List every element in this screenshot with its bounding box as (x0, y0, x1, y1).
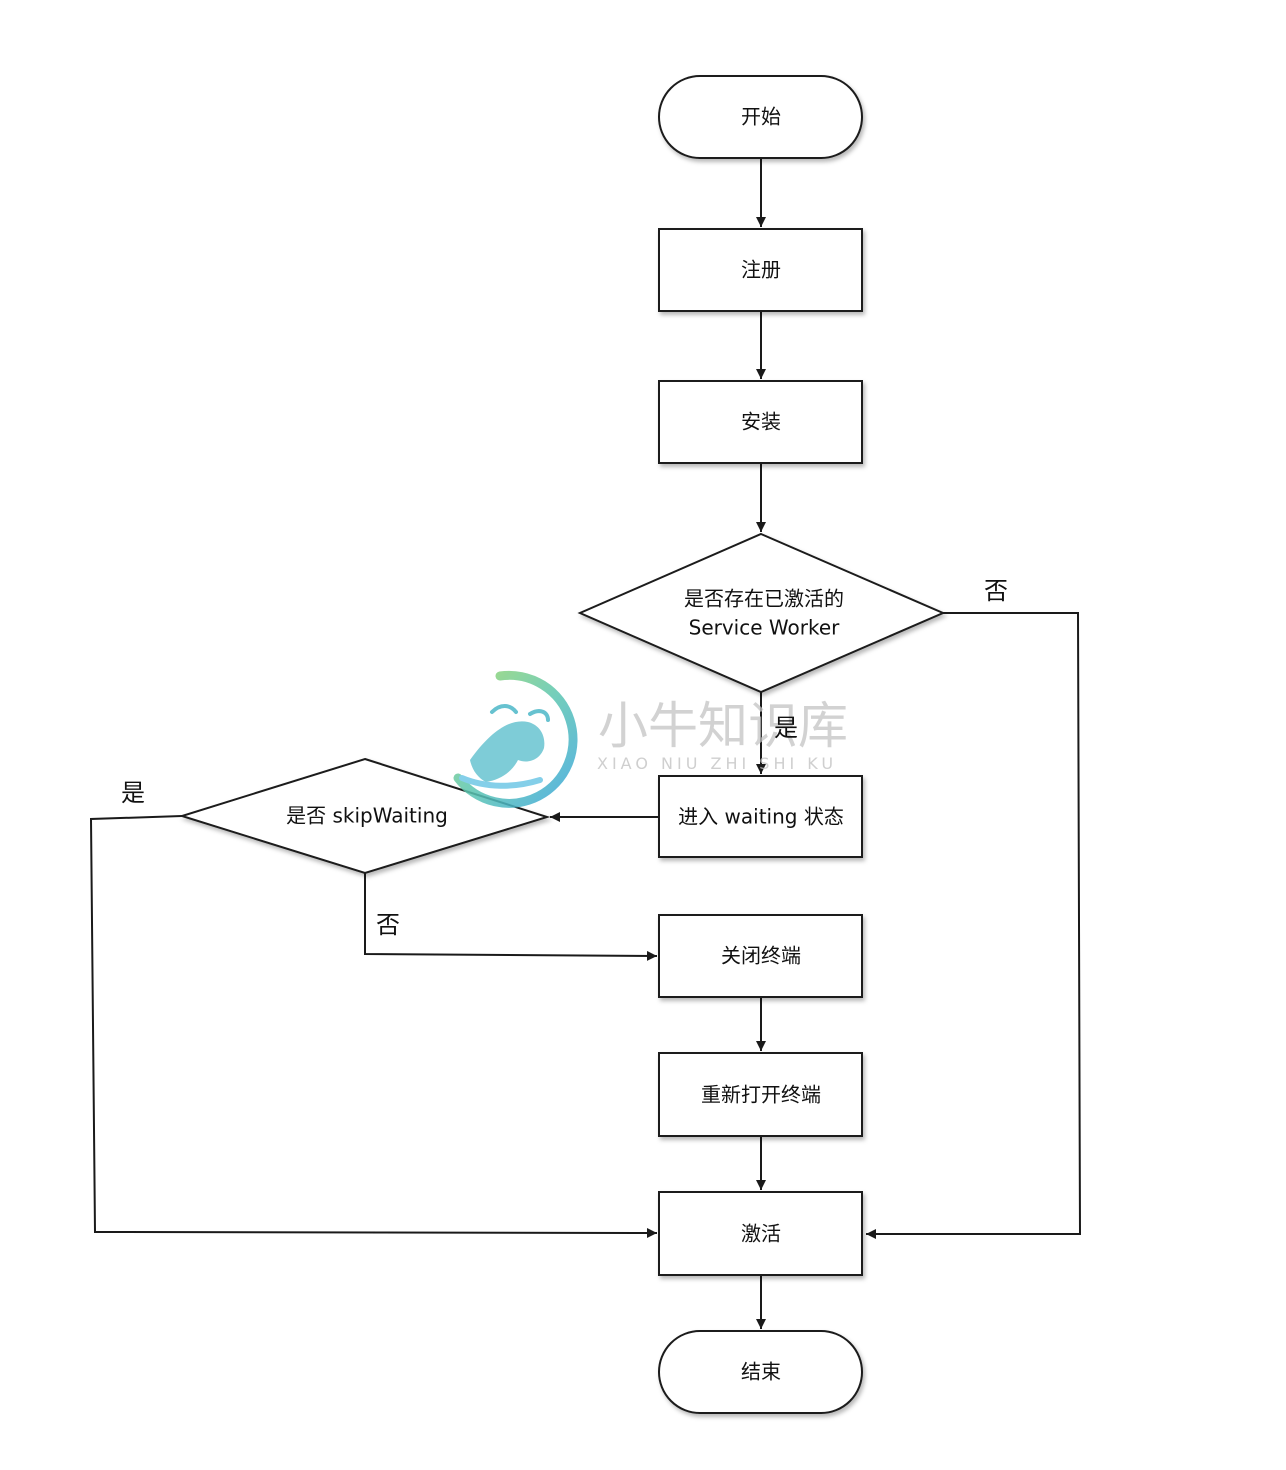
edge-label-sw-no: 否 (984, 577, 1008, 605)
edge-label-skip-yes: 是 (121, 779, 145, 807)
decision-active-sw-label-line2: Service Worker (689, 616, 841, 640)
node-close-terminal: 关闭终端 (658, 914, 863, 998)
node-install: 安装 (658, 380, 863, 464)
watermark-text-en: XIAO NIU ZHI SHI KU (597, 754, 837, 773)
node-end-label: 结束 (741, 1360, 781, 1384)
node-end: 结束 (658, 1330, 863, 1414)
edge-decision-no-activate (866, 612, 1082, 1239)
node-waiting: 进入 waiting 状态 (658, 775, 863, 858)
node-start: 开始 (658, 75, 863, 159)
decision-skip-waiting-label: 是否 skipWaiting (286, 804, 448, 828)
connectors (89, 158, 1082, 1329)
edge-label-sw-yes: 是 (774, 714, 798, 742)
watermark: 小牛知识库 XIAO NIU ZHI SHI KU (453, 670, 848, 808)
node-register: 注册 (658, 228, 863, 312)
node-waiting-label: 进入 waiting 状态 (678, 805, 844, 829)
node-activate-label: 激活 (741, 1222, 781, 1246)
node-activate: 激活 (658, 1191, 863, 1276)
watermark-logo-icon (453, 670, 578, 808)
node-register-label: 注册 (741, 258, 781, 282)
node-close-terminal-label: 关闭终端 (721, 944, 801, 968)
edge-label-skip-no: 否 (376, 911, 400, 939)
edge-skip-yes-activate (89, 815, 658, 1238)
node-reopen-terminal-label: 重新打开终端 (701, 1083, 821, 1107)
decision-active-sw: 是否存在已激活的 Service Worker (577, 532, 946, 694)
watermark-text-cn: 小牛知识库 (598, 697, 848, 755)
decision-active-sw-label-line1: 是否存在已激活的 (684, 587, 844, 611)
edge-skip-no-close (364, 873, 658, 961)
node-reopen-terminal: 重新打开终端 (658, 1052, 863, 1137)
node-install-label: 安装 (741, 410, 781, 434)
node-start-label: 开始 (741, 105, 781, 129)
